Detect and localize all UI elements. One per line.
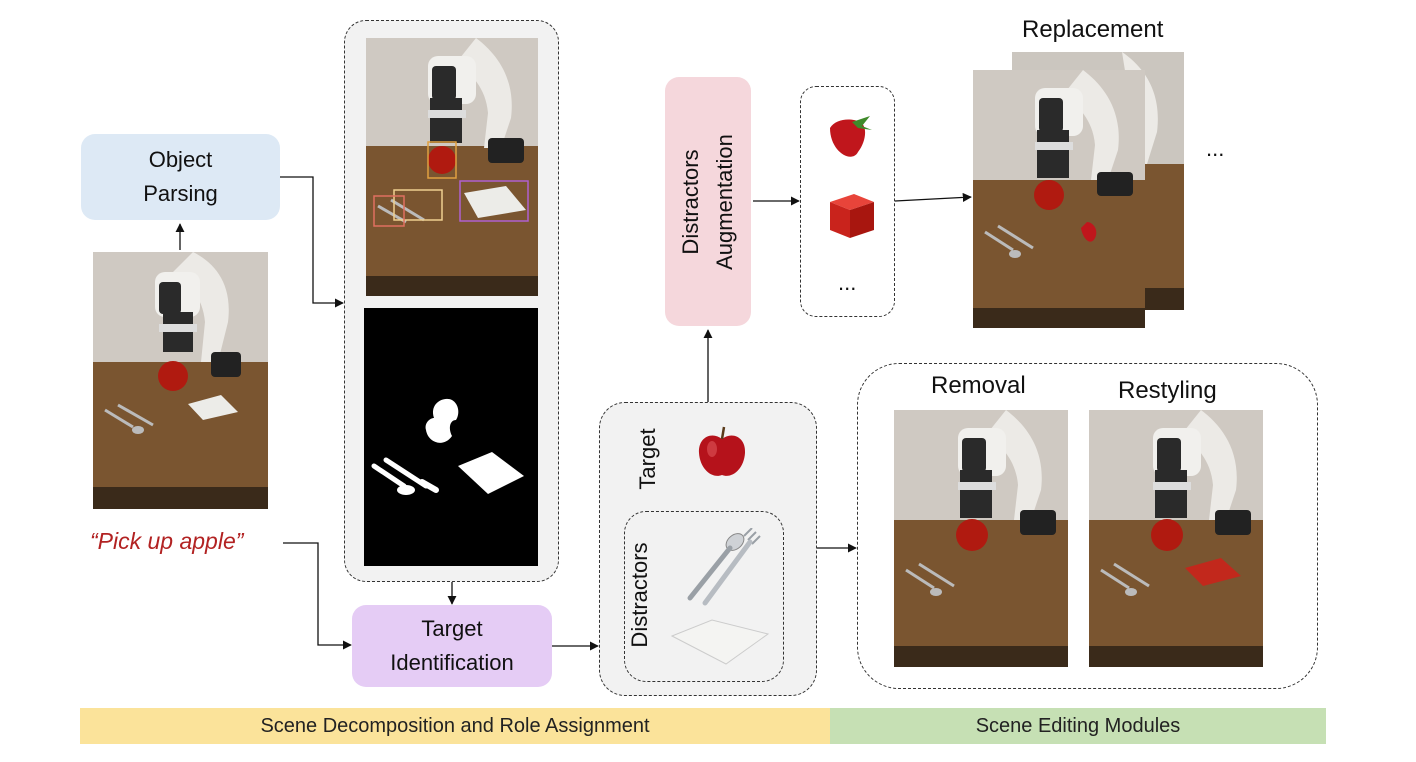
- distractors-augmentation-label: Distractors Augmentation: [678, 133, 738, 270]
- red-cube-icon: [830, 194, 874, 238]
- segmentation-mask: [364, 308, 538, 566]
- distractors-label: Distractors: [627, 542, 652, 648]
- removal-title: Removal: [931, 372, 1026, 399]
- strawberry-icon: [830, 116, 872, 157]
- object-parsing-box: Object Parsing: [81, 134, 280, 220]
- instruction-text: “Pick up apple”: [90, 528, 244, 554]
- restyling-title: Restyling: [1118, 377, 1217, 404]
- editing-panel: [857, 363, 1318, 689]
- distractors-augmentation-box: Distractors Augmentation: [665, 77, 751, 326]
- replacement-ellipsis: ...: [1206, 136, 1225, 161]
- target-identification-box: Target Identification: [352, 605, 552, 687]
- decomposition-band: Scene Decomposition and Role Assignment: [80, 708, 830, 744]
- replacement-title: Replacement: [1022, 16, 1164, 43]
- apple-icon: [698, 426, 746, 476]
- editing-band: Scene Editing Modules: [830, 708, 1326, 744]
- removal-photo: [894, 410, 1068, 667]
- parsed-scene-photo: [366, 38, 538, 296]
- target-label: Target: [635, 428, 660, 490]
- candidate-distractors-panel: [800, 86, 895, 317]
- restyling-photo: [1089, 410, 1263, 667]
- candidates-ellipsis: ...: [838, 270, 857, 295]
- input-scene-photo: [93, 252, 268, 509]
- distractors-inner-panel: [624, 511, 784, 682]
- replacement-front-photo: [973, 70, 1145, 328]
- napkin-icon: [670, 619, 770, 665]
- spoon-fork-icon: [687, 528, 761, 606]
